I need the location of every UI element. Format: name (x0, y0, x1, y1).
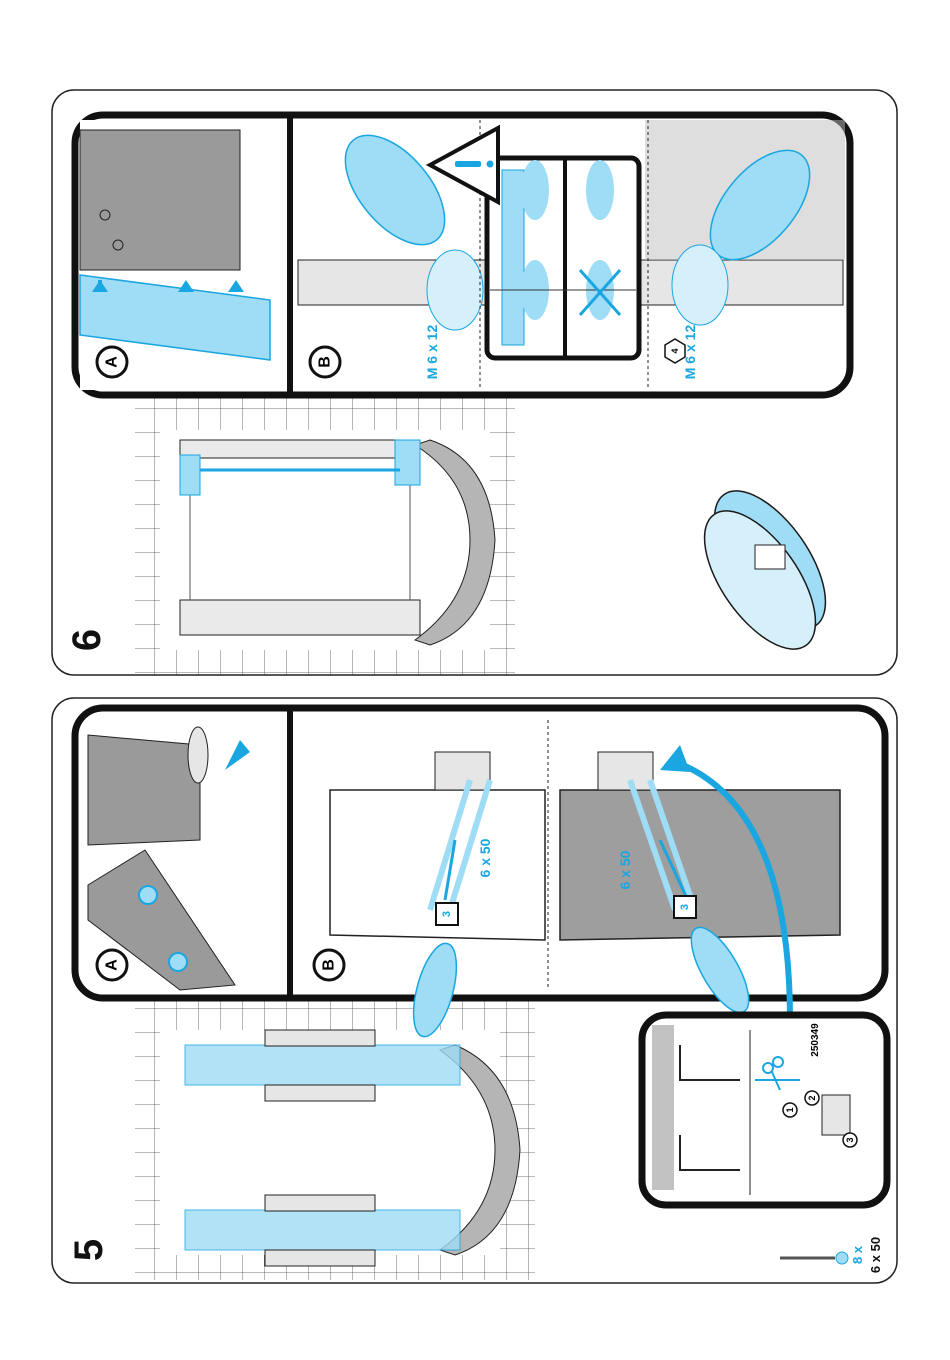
profile-code: 250349 (810, 1023, 821, 1057)
step-5-panel-b-label: B (321, 959, 338, 971)
step-5-screw-right: 6 x 50 (617, 850, 633, 889)
step-6-panel-a: A (80, 120, 285, 390)
step-5-panel-a-label: A (104, 959, 121, 971)
detail-step-2: 2 (807, 1095, 817, 1100)
level-check-inset (487, 158, 639, 358)
step-5-bit-left: 3 (441, 911, 453, 917)
step-6-panel-a-label: A (104, 356, 121, 368)
detail-step-3: 3 (845, 1137, 855, 1142)
step-5-screw-left: 6 x 50 (477, 838, 493, 877)
parts-size: 6 x 50 (868, 1237, 883, 1273)
step-5-number: 5 (67, 1239, 111, 1261)
step-5-cutting-inset: 250349 1 2 3 (642, 1015, 887, 1205)
detail-step-1: 1 (785, 1107, 795, 1112)
step-6-overview (135, 395, 515, 675)
step-5-bit-right: 3 (679, 904, 691, 910)
step-6-allen-key-size: 4 (670, 348, 680, 353)
step-6-number: 6 (65, 629, 109, 651)
step-5-overview (135, 995, 535, 1280)
step-6-panel-b-label: B (317, 356, 334, 368)
parts-count: 8 x (850, 1245, 865, 1264)
step-6-screw-left: M 6 x 12 (424, 325, 440, 380)
